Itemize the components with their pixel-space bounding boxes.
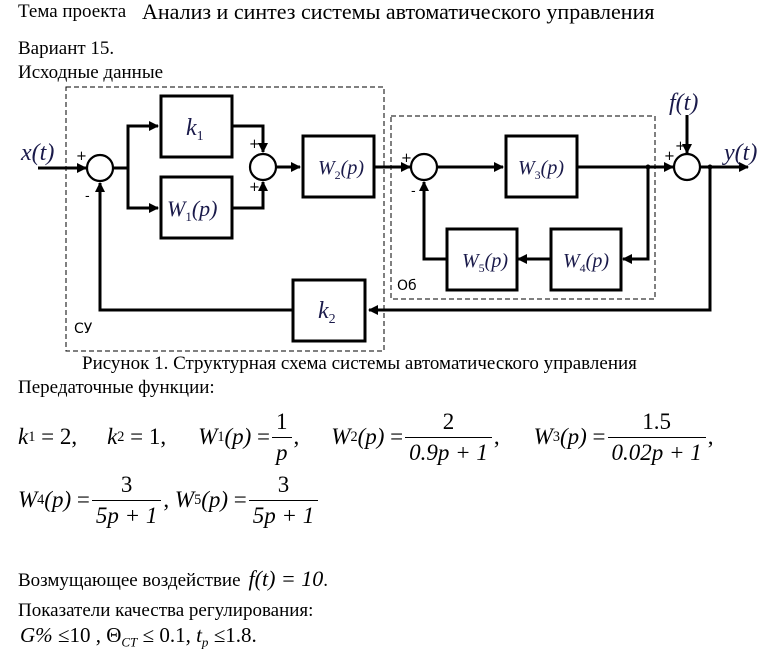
sign-plus: + (675, 139, 686, 154)
block-k2-label: k2 (318, 298, 336, 327)
block-w2-label: W2(p) (318, 157, 364, 182)
block-w3[interactable] (504, 134, 579, 199)
disturbance-expr: f(t) = 10 (248, 566, 324, 591)
block-k1-label: k1 (186, 115, 204, 144)
summing-junction-3 (409, 152, 439, 182)
block-w1-label: W1(p) (167, 196, 217, 224)
block-w2[interactable] (301, 134, 376, 199)
sign-minus: - (85, 189, 90, 204)
block-w4[interactable] (549, 227, 623, 292)
block-w1[interactable] (159, 175, 234, 240)
figure-caption: Рисунок 1. Структурная схема системы авт… (82, 353, 637, 374)
input-signal-label: x(t) (20, 140, 54, 166)
block-k2[interactable] (291, 278, 367, 343)
sign-plus: + (401, 151, 412, 166)
topic-value: Анализ и синтез системы автоматического … (142, 0, 655, 24)
block-w4-label: W4(p) (563, 250, 609, 275)
sign-minus: - (411, 184, 416, 199)
outer-feedback-line (368, 167, 712, 315)
inner-feedback-line (419, 181, 447, 261)
disturbance-signal-label: f(t) (669, 90, 698, 116)
summing-junction-2 (248, 152, 278, 182)
sign-plus: + (249, 180, 260, 195)
signal-line (232, 124, 268, 153)
branch-line (126, 168, 159, 213)
transfer-functions-heading: Передаточные функции: (18, 377, 215, 398)
controller-frame (65, 86, 385, 352)
settling-time-criterion: tp ≤1.8. (196, 623, 257, 650)
sign-plus: + (664, 149, 675, 164)
block-w5-label: W5(p) (462, 250, 508, 275)
disturbance-label: Возмущающее воздействие (18, 570, 241, 591)
sign-plus: + (76, 149, 87, 164)
plant-label: Об (397, 278, 417, 294)
output-signal-label: y(t) (722, 140, 757, 166)
initial-data-label: Исходные данные (18, 62, 164, 83)
disturbance-line-text: Возмущающее воздействие f(t) = 10. (18, 566, 329, 591)
branch-line (113, 121, 159, 170)
quality-heading: Показатели качества регулирования: (18, 600, 314, 621)
block-w3-label: W3(p) (518, 157, 564, 182)
inner-feedback-line (622, 167, 650, 264)
outer-feedback-line (95, 182, 293, 312)
controller-label: СУ (74, 321, 93, 337)
summing-junction-4 (672, 152, 702, 182)
quality-criteria: G% ≤10 , ΘCT ≤ 0.1, tp ≤1.8. (20, 623, 257, 651)
variant-label: Вариант 15. (18, 38, 115, 59)
static-error-criterion: ΘCT ≤ 0.1, (106, 623, 197, 650)
plant-frame (390, 115, 656, 300)
signal-line (232, 181, 268, 210)
summing-junction-1 (85, 153, 115, 183)
block-diagram: + - + + + - + + СУ Об x(t) f(t) y(t) k1 … (20, 86, 757, 352)
sign-plus: + (249, 137, 260, 152)
topic-label: Тема проекта (18, 1, 127, 22)
overshoot-criterion: G% ≤10 , (20, 623, 107, 647)
